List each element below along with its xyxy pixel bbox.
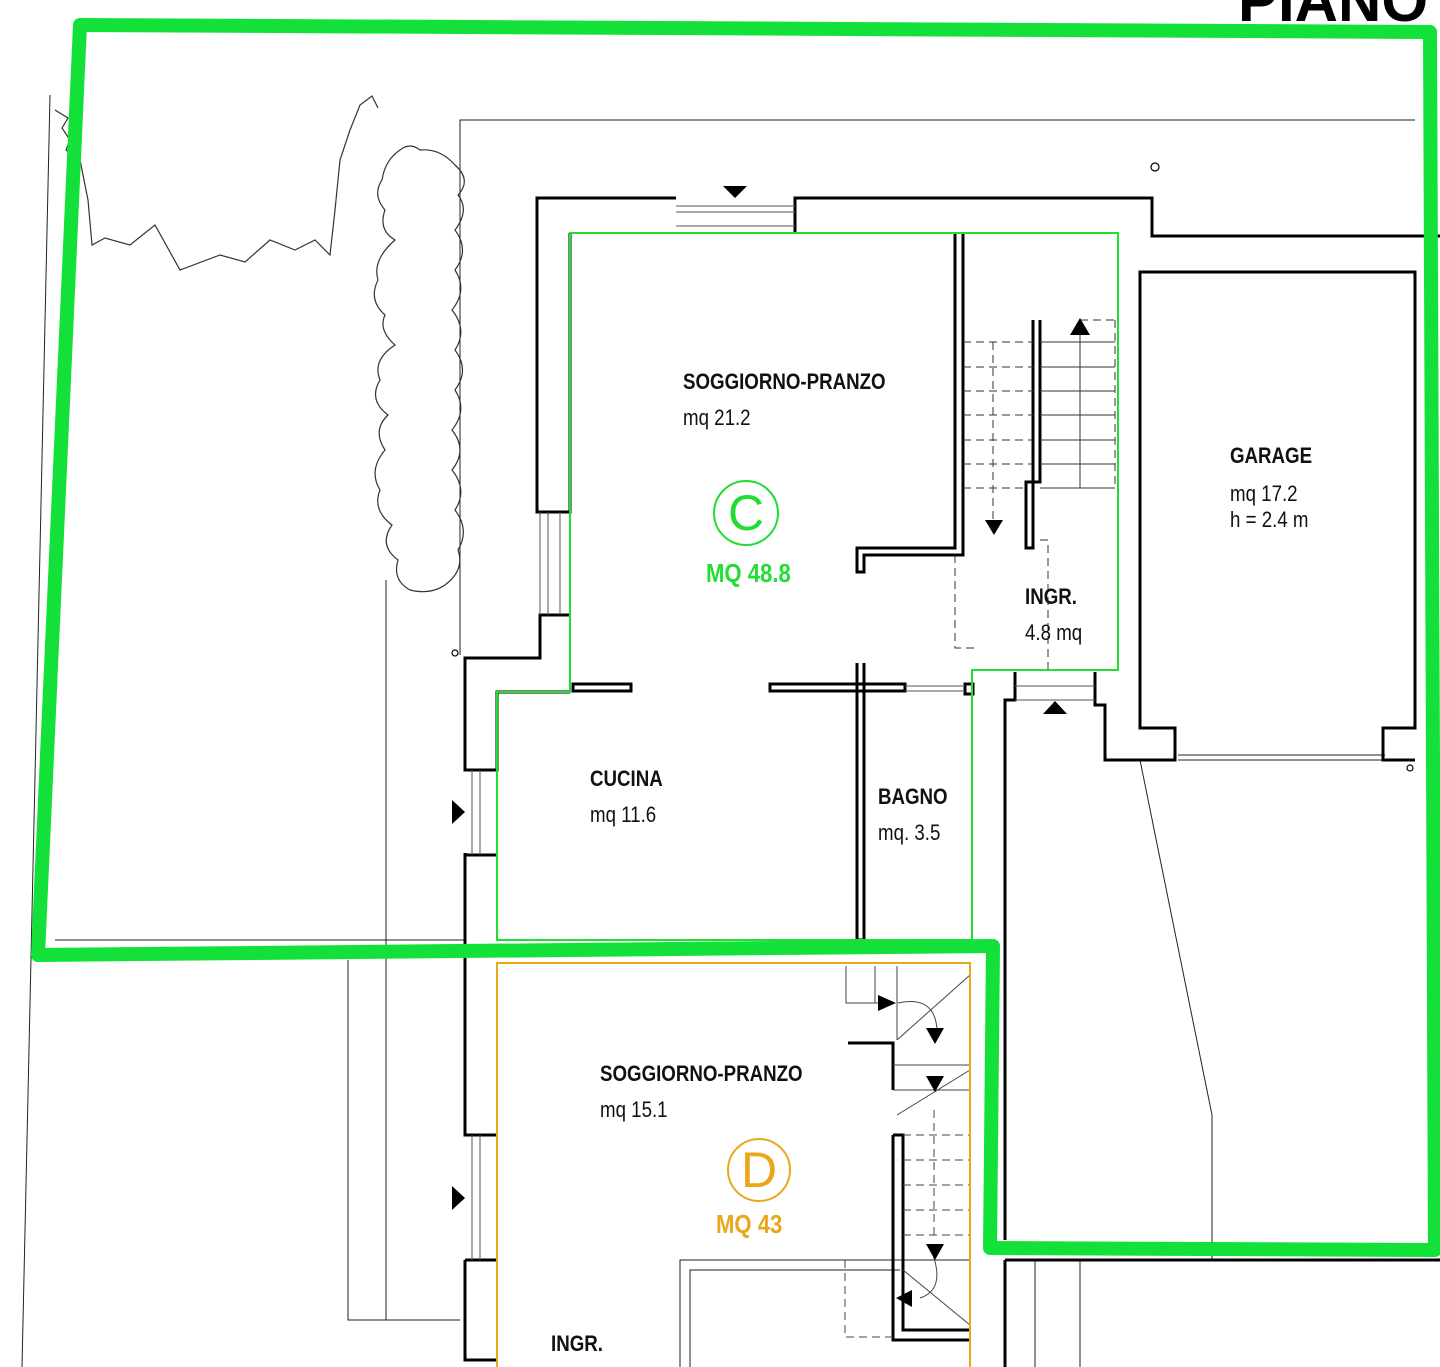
room-name-garage: GARAGE (1230, 443, 1313, 468)
stairs-lower (844, 966, 971, 1338)
unit-c-letter: C (727, 485, 765, 541)
room-area-cucina: mq 11.6 (590, 802, 657, 827)
unit-d-badge: D (727, 1138, 791, 1202)
room-name-bagno: BAGNO (878, 784, 948, 809)
unit-c-badge: C (713, 480, 779, 546)
room-area-soggiorno-d: mq 15.1 (600, 1097, 668, 1122)
unit-d-outline (496, 962, 971, 1367)
unit-d-letter: D (740, 1142, 778, 1198)
room-area-soggiorno-c: mq 21.2 (683, 405, 751, 430)
room-area-bagno: mq. 3.5 (878, 820, 941, 845)
stairs-upper (954, 319, 1116, 670)
room-height-garage: h = 2.4 m (1230, 507, 1309, 532)
room-name-cucina: CUCINA (590, 766, 663, 791)
room-area-ingr-c: 4.8 mq (1025, 620, 1083, 645)
property-boundary (31, 18, 1440, 1257)
page-title: PIANO (1237, 0, 1428, 34)
room-name-soggiorno-d: SOGGIORNO-PRANZO (600, 1061, 803, 1086)
windows (471, 205, 1095, 1260)
room-name-soggiorno-c: SOGGIORNO-PRANZO (683, 369, 886, 394)
room-name-ingr-c: INGR. (1025, 584, 1077, 609)
room-area-garage: mq 17.2 (1230, 481, 1298, 506)
vegetation (54, 95, 465, 593)
room-name-ingr-d: INGR. (551, 1331, 603, 1356)
survey-points (451, 162, 1414, 772)
arrows (452, 186, 1090, 1307)
unit-d-area: MQ 43 (716, 1209, 783, 1239)
site-lines (21, 94, 1415, 1367)
unit-c-area: MQ 48.8 (706, 558, 791, 588)
